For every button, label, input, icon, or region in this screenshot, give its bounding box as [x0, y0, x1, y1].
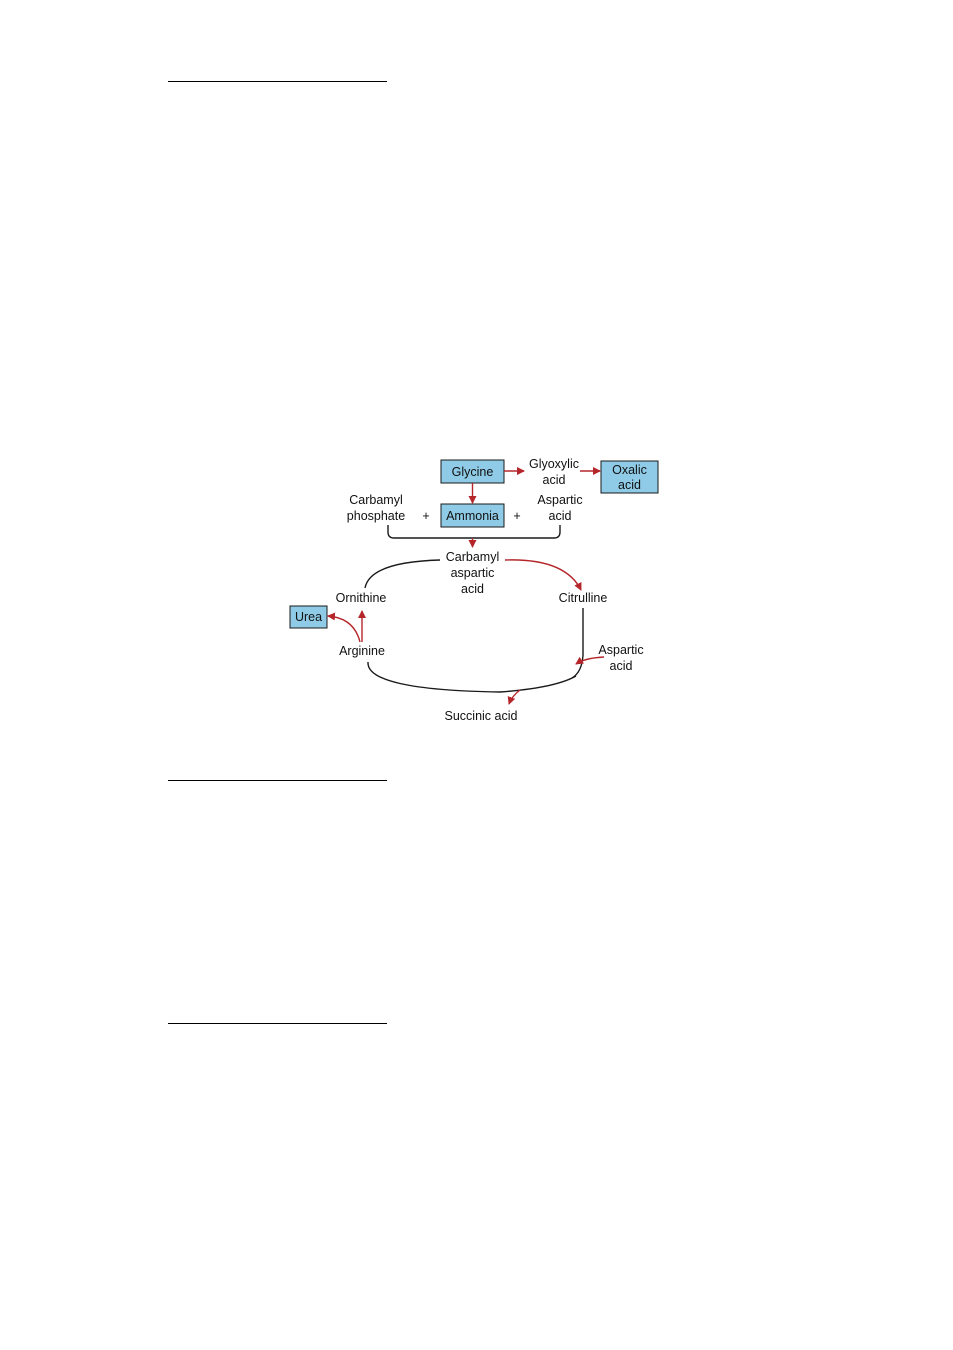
cycle-right-side-line — [571, 608, 584, 679]
bracket-line — [387, 525, 561, 539]
oxalic-acid-box — [600, 460, 659, 494]
glyoxylic-acid-label-line2: acid — [543, 473, 566, 487]
oxalic-acid-label-line2: acid — [618, 478, 641, 492]
plus-sign-left: + — [422, 509, 429, 523]
arginine-label: Arginine — [339, 644, 385, 658]
urea-label: Urea — [295, 610, 322, 624]
separator-rule-middle — [168, 780, 387, 781]
glyoxylic-acid-label-line1: Glyoxylic — [529, 457, 579, 471]
carbamyl-aspartic-acid-label-line2: aspartic — [451, 566, 495, 580]
arrow-aspartic-acid-into-cycle — [575, 656, 605, 665]
plus-sign-right: + — [513, 509, 520, 523]
ammonia-label: Ammonia — [446, 509, 499, 523]
aspartic-acid-top-label-line1: Aspartic — [537, 493, 582, 507]
arrow-arginine-to-urea — [327, 612, 361, 643]
ornithine-label: Ornithine — [336, 591, 387, 605]
carbamyl-aspartic-acid-label-line1: Carbamyl — [446, 550, 500, 564]
citrulline-label: Citrulline — [559, 591, 608, 605]
urea-box — [289, 605, 328, 629]
oxalic-acid-label-line1: Oxalic — [612, 463, 647, 477]
carbamyl-phosphate-label-line1: Carbamyl — [349, 493, 403, 507]
glycine-label: Glycine — [452, 465, 494, 479]
cycle-bottom-curve — [367, 661, 577, 693]
carbamyl-phosphate-label-line2: phosphate — [347, 509, 405, 523]
arrow-carbamyl-aspartic-to-citrulline — [504, 559, 582, 591]
aspartic-acid-right-label-line1: Aspartic — [598, 643, 643, 657]
succinic-acid-label: Succinic acid — [445, 709, 518, 723]
metabolic-pathway-diagram: Glycine Oxalic acid Ammonia Urea Glyoxyl… — [289, 457, 659, 723]
arrow-to-succinic-acid — [507, 689, 521, 705]
ammonia-box — [440, 503, 505, 528]
aspartic-acid-right-label-line2: acid — [610, 659, 633, 673]
separator-rule-top — [168, 81, 387, 82]
cycle-left-top-curve — [364, 559, 441, 589]
separator-rule-bottom — [168, 1023, 387, 1024]
aspartic-acid-top-label-line2: acid — [549, 509, 572, 523]
carbamyl-aspartic-acid-label-line3: acid — [461, 582, 484, 596]
